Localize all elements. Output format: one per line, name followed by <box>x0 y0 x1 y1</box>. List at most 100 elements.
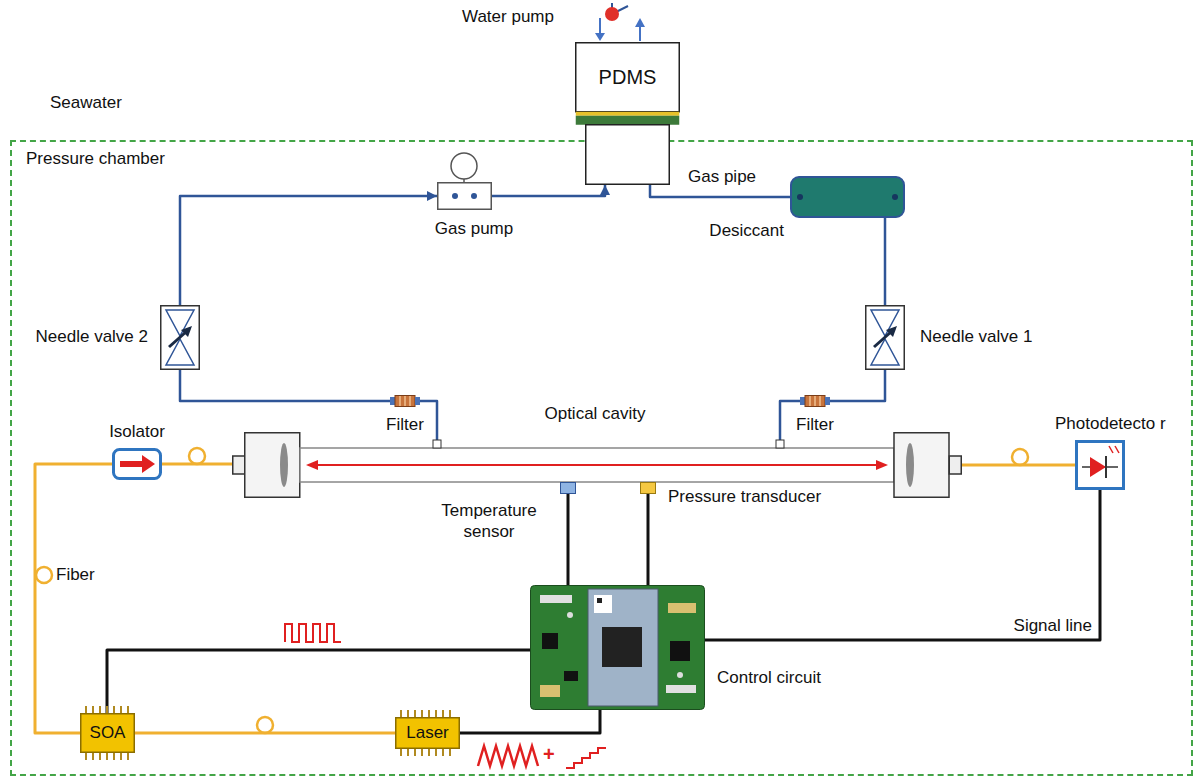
node-label: Temperature sensor <box>430 500 548 543</box>
signal-wire <box>460 710 600 733</box>
drawing-part <box>415 397 420 405</box>
node-label: Optical cavity <box>544 403 645 424</box>
drawing-part <box>797 194 803 200</box>
drawing-part <box>400 749 402 756</box>
drawing-part <box>233 456 245 474</box>
drawing-part <box>92 706 94 713</box>
outflow-arrowhead <box>635 18 645 27</box>
drawing-part <box>127 706 129 713</box>
inflow-line <box>599 18 601 34</box>
needle-valve-outline <box>865 305 905 370</box>
fiber-coil <box>257 717 273 733</box>
drawing-part <box>805 396 825 407</box>
optical-fiber <box>962 464 1075 467</box>
drawing-part <box>779 432 782 440</box>
drawing-part <box>127 753 129 760</box>
pdms-membrane-box-outline <box>575 42 680 185</box>
drawing-part <box>106 706 108 713</box>
fiber-coil <box>189 448 205 464</box>
gas-filter-outline <box>390 395 420 407</box>
drawing-part <box>99 753 101 760</box>
drawing-part <box>588 589 658 706</box>
drawing-part <box>1115 446 1119 453</box>
drawing-part <box>442 749 444 756</box>
drawing-part <box>564 671 578 681</box>
pressure-transducer-outline <box>640 482 656 494</box>
drawing-part <box>390 397 395 405</box>
drawing-part <box>407 710 409 717</box>
drawing-part <box>85 753 87 760</box>
pump-gauge <box>451 153 477 179</box>
drawing-part <box>99 706 101 713</box>
drawing-part <box>92 753 94 760</box>
gas-pipe <box>650 185 790 197</box>
drawing-part <box>113 706 115 713</box>
optical-fiber <box>162 463 232 466</box>
drawing-part <box>404 396 406 406</box>
drawing-part <box>594 595 612 613</box>
drawing-part <box>106 753 108 760</box>
drawing-part <box>407 749 409 756</box>
gas-filter: Filter <box>390 395 420 407</box>
node-label: Needle valve 1 <box>920 326 1032 347</box>
gas-pump: Gas pump <box>437 182 492 210</box>
fiber-coil <box>1012 449 1028 465</box>
node-label: Filter <box>796 414 834 435</box>
drawing-part <box>81 714 135 753</box>
drawing-part <box>871 339 899 365</box>
drawing-part <box>874 331 892 347</box>
drawing-part <box>906 443 914 487</box>
fiber-coils <box>36 448 1028 733</box>
drawing-part <box>602 627 642 667</box>
drawing-part <box>471 193 477 199</box>
desiccant-canister-outline <box>790 176 905 218</box>
drawing-part <box>531 586 705 710</box>
gas-pump-head <box>451 153 477 182</box>
node-label: Needle valve 2 <box>36 326 148 347</box>
node-label: Filter <box>386 414 424 435</box>
drawing-part <box>1109 446 1113 453</box>
control-circuit-board-outline <box>530 585 705 710</box>
drawing-part <box>670 641 690 661</box>
drawing-part <box>576 43 680 112</box>
drawing-part <box>421 749 423 756</box>
drawing-part <box>894 433 949 498</box>
drawing-part <box>161 306 200 370</box>
drawing-part <box>435 749 437 756</box>
node-label: Gas pump <box>435 218 513 239</box>
optical-isolator: Isolator <box>112 448 162 480</box>
temperature-sensor: Temperature sensor <box>560 482 576 494</box>
drawing-part <box>825 397 830 405</box>
photodetector-outline <box>1075 440 1125 490</box>
pressure-transducer: Pressure transducer <box>640 482 656 494</box>
drawing-part <box>400 710 402 717</box>
node-label: SOA <box>90 722 126 743</box>
drawing-part <box>166 310 194 336</box>
drawing-part <box>113 753 115 760</box>
fiber-label: Fiber <box>56 564 95 585</box>
node-label: Pressure transducer <box>668 486 821 507</box>
drawing-part <box>892 194 898 200</box>
optical-cavity: Optical cavity <box>232 432 962 498</box>
drawing-part <box>316 464 878 466</box>
drawing-part <box>114 450 161 479</box>
drawing-part <box>576 116 680 125</box>
drawing-part <box>85 706 87 713</box>
gas-filter: Filter <box>800 395 830 407</box>
optical-cavity-outline <box>232 432 962 498</box>
control-circuit-board: Control circuit <box>530 585 705 710</box>
drawing-part <box>428 749 430 756</box>
needle-valve-outline <box>160 305 200 370</box>
needle-valve: Needle valve 1 <box>865 305 905 370</box>
drawing-part <box>409 396 411 406</box>
drawing-part <box>567 612 573 618</box>
drawing-part <box>1105 456 1107 478</box>
desiccant-canister: Desiccant <box>790 176 905 218</box>
node-label: Pressure chamber <box>26 148 165 169</box>
drawing-part <box>871 310 899 336</box>
gas-pipe <box>180 196 437 305</box>
optical-fiber <box>135 732 395 735</box>
drawing-part <box>395 396 415 407</box>
pump-body <box>605 7 619 21</box>
